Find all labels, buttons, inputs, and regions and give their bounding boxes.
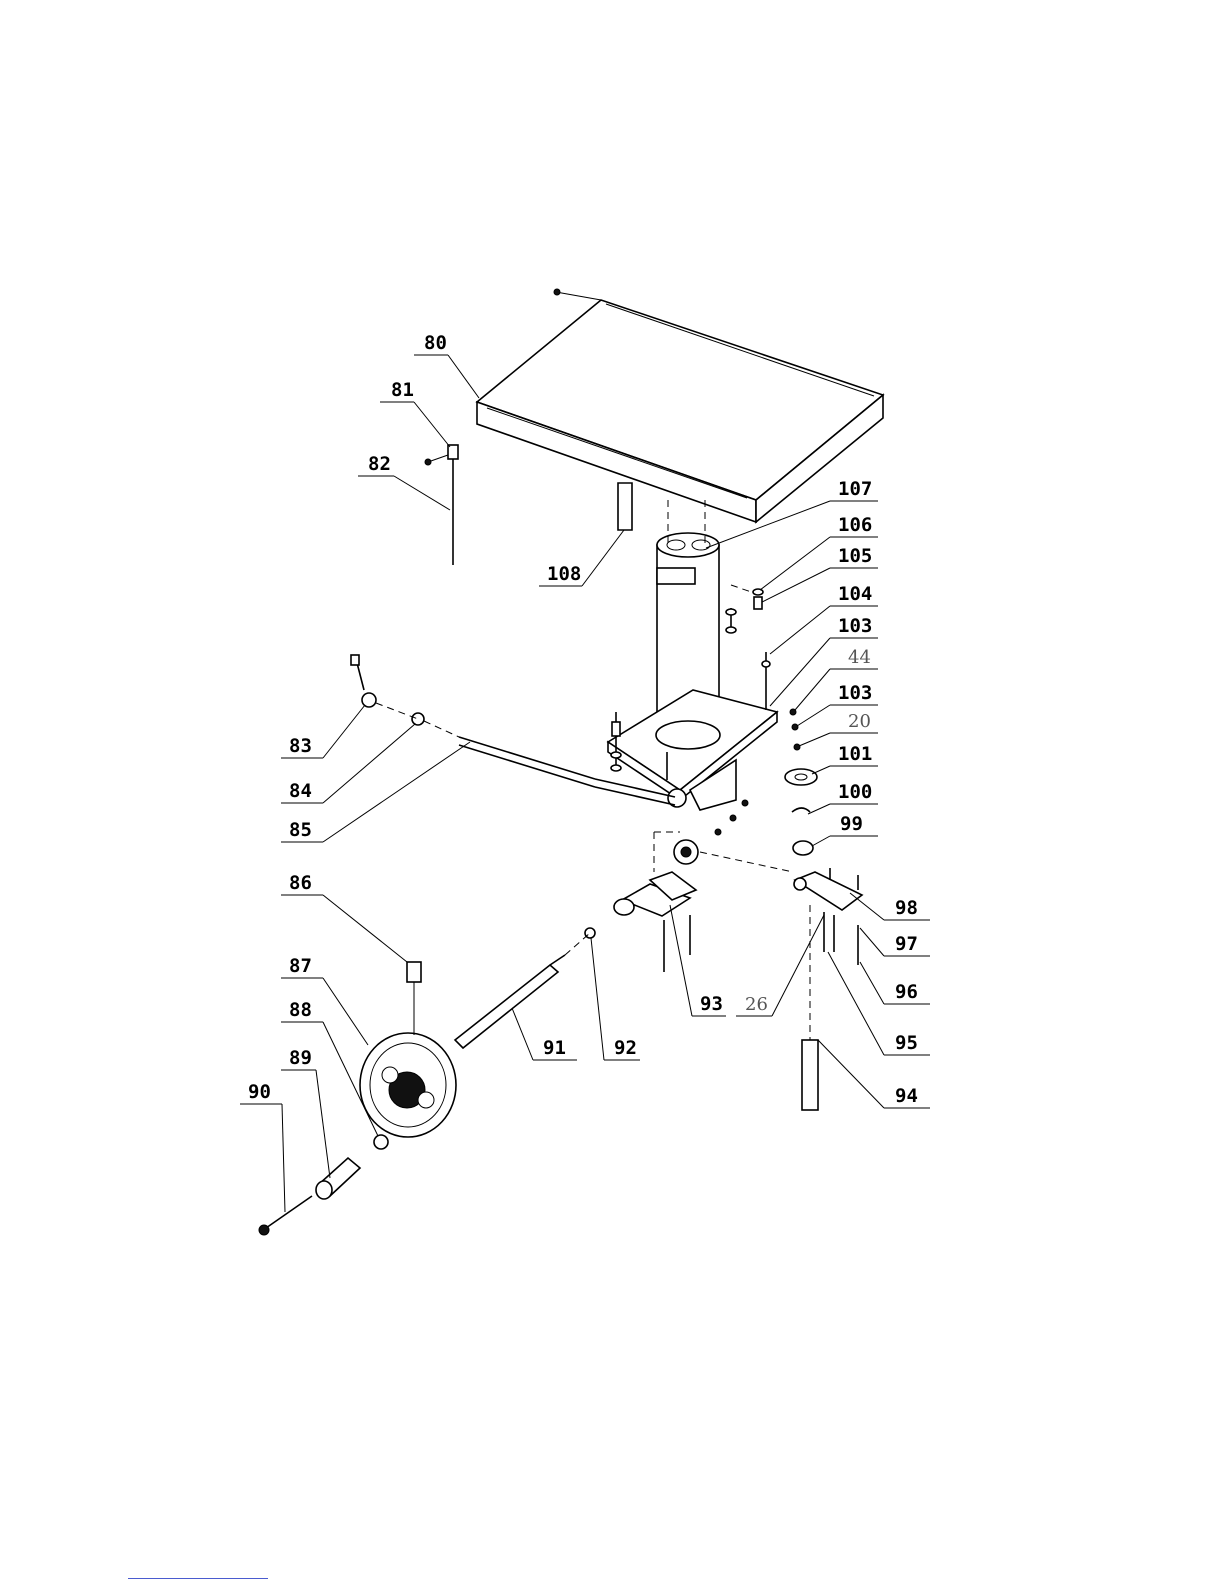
callout-label: 86 (289, 872, 312, 894)
callout-label: 81 (391, 379, 414, 401)
callout-label: 44 (848, 647, 871, 668)
callout-89: 89 (281, 1047, 330, 1178)
callout-97: 97 (860, 928, 930, 956)
gear-and-bracket (585, 800, 748, 972)
callout-label: 82 (368, 453, 391, 475)
column-base-bracket (608, 690, 777, 810)
callout-label: 26 (745, 994, 768, 1015)
callout-label: 98 (895, 897, 918, 919)
callout-93: 93 (670, 905, 726, 1016)
callout-label: 96 (895, 981, 918, 1003)
callout-label: 93 (700, 993, 723, 1015)
callout-108: 108 (539, 530, 624, 586)
callout-81: 81 (380, 379, 450, 447)
footer-rule (128, 1578, 268, 1579)
callout-99: 99 (812, 813, 878, 846)
callout-label: 103 (838, 682, 872, 704)
callout-label: 94 (895, 1085, 918, 1107)
callout-label: 83 (289, 735, 312, 757)
callout-100: 100 (808, 781, 878, 814)
handwheel-handle (259, 1135, 388, 1235)
callout-label: 84 (289, 780, 312, 802)
callout-82: 82 (358, 453, 450, 510)
callout-86: 86 (281, 872, 407, 962)
callout-label: 97 (895, 933, 918, 955)
callout-label: 95 (895, 1032, 918, 1054)
callout-label: 89 (289, 1047, 312, 1069)
handwheel (360, 962, 456, 1137)
callout-26: 26 (736, 915, 824, 1016)
callout-label: 20 (848, 711, 871, 732)
callout-label: 104 (838, 583, 872, 605)
callout-label: 91 (543, 1037, 566, 1059)
callout-label: 90 (248, 1081, 271, 1103)
callout-label: 106 (838, 514, 872, 536)
callout-label: 87 (289, 955, 312, 977)
callout-label: 108 (547, 563, 581, 585)
callout-90: 90 (240, 1081, 285, 1212)
callout-20: 20 (799, 711, 878, 746)
callout-83: 83 (281, 705, 365, 758)
callout-101: 101 (812, 743, 878, 774)
callout-label: 92 (614, 1037, 637, 1059)
worktable (477, 289, 883, 522)
callout-96: 96 (860, 962, 930, 1004)
callout-92: 92 (591, 938, 640, 1060)
callout-label: 105 (838, 545, 872, 567)
table-support-post (618, 483, 632, 530)
callout-label: 80 (424, 332, 447, 354)
handwheel-shaft (455, 933, 590, 1048)
callout-label: 100 (838, 781, 872, 803)
callout-label: 88 (289, 999, 312, 1021)
callout-label: 101 (838, 743, 872, 765)
callout-98: 98 (850, 893, 930, 920)
callout-label: 85 (289, 819, 312, 841)
callout-label: 103 (838, 615, 872, 637)
callout-91: 91 (512, 1008, 577, 1060)
callout-label: 99 (840, 813, 863, 835)
callout-80: 80 (414, 332, 479, 398)
callout-label: 107 (838, 478, 872, 500)
